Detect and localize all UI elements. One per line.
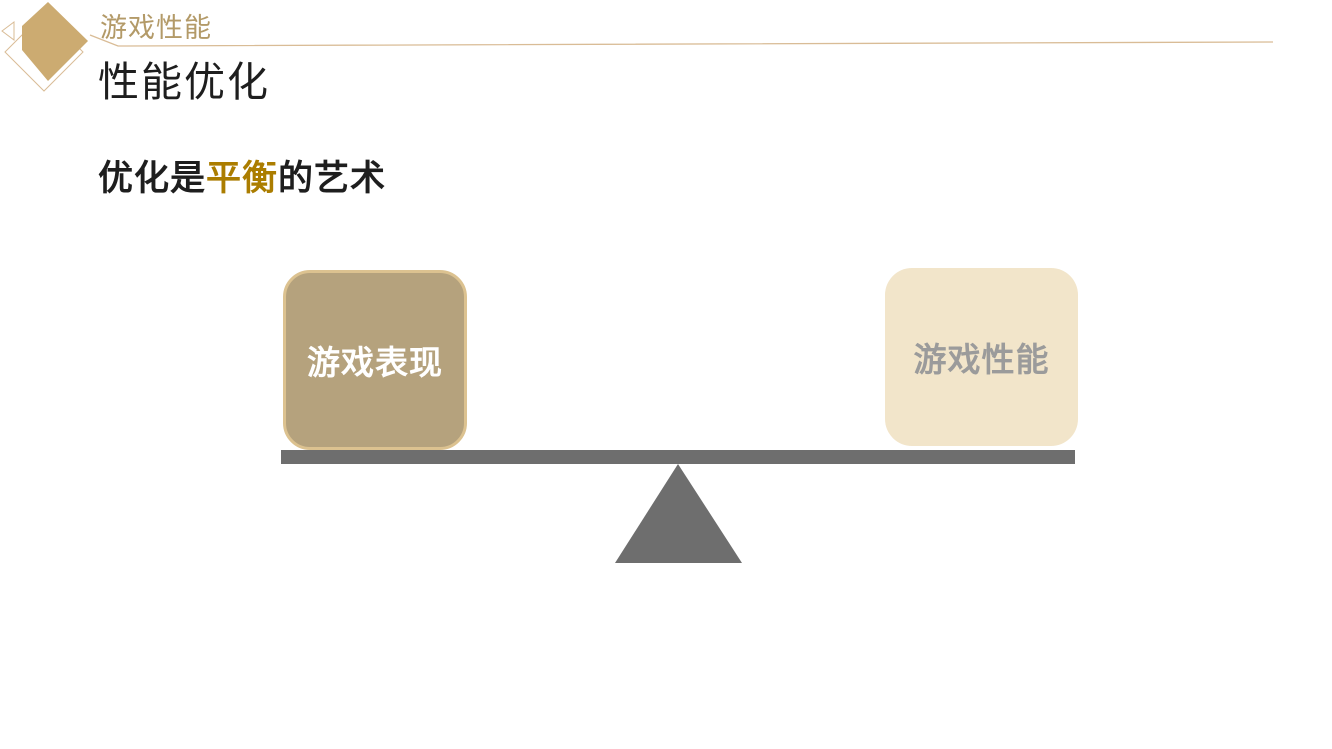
balance-left-box: 游戏表现 <box>283 270 467 450</box>
balance-left-label: 游戏表现 <box>307 344 443 381</box>
seesaw-fulcrum-triangle <box>615 464 742 563</box>
balance-right-box: 游戏性能 <box>885 268 1078 446</box>
diamond-logo <box>1 2 1274 92</box>
balance-right-label: 游戏性能 <box>913 341 1050 378</box>
gold-diamond-icon <box>22 2 88 81</box>
small-triangle-icon <box>1 21 15 41</box>
seesaw-beam <box>281 450 1075 464</box>
subheading: 优化是平衡的艺术 <box>98 150 386 201</box>
subheading-prefix: 优化是 <box>98 159 207 198</box>
header-rule-line <box>89 34 1274 47</box>
subheading-suffix: 的艺术 <box>278 159 387 198</box>
section-eyebrow: 游戏性能 <box>100 13 212 43</box>
subheading-highlight: 平衡 <box>206 159 279 198</box>
page-title: 性能优化 <box>98 59 270 105</box>
